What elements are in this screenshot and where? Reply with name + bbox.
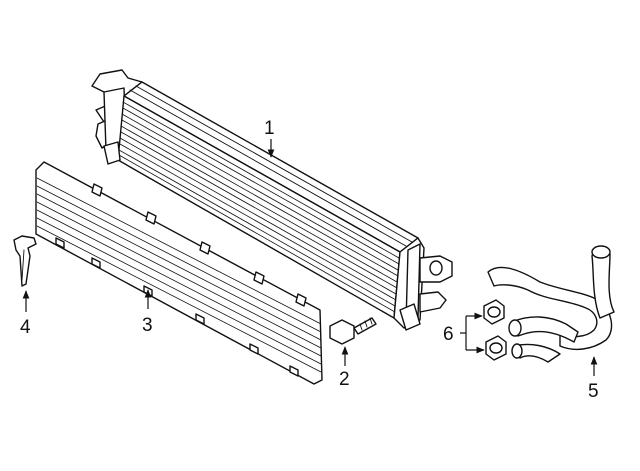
hose-part bbox=[487, 245, 615, 363]
grille-louvers bbox=[36, 177, 322, 373]
radiator-fins bbox=[118, 85, 413, 313]
grille-part bbox=[35, 161, 323, 385]
callout-1-label: 1 bbox=[264, 118, 275, 139]
clamp-part bbox=[483, 299, 507, 361]
callout-5-label: 5 bbox=[588, 381, 599, 402]
callout-2: 2 bbox=[339, 346, 350, 390]
callout-3: 3 bbox=[142, 289, 153, 336]
callout-2-label: 2 bbox=[339, 369, 350, 390]
callout-6: 6 bbox=[443, 312, 485, 354]
callout-3-label: 3 bbox=[142, 315, 153, 336]
callout-5: 5 bbox=[588, 356, 599, 402]
bolt-part bbox=[329, 317, 377, 345]
callout-6-label: 6 bbox=[443, 324, 454, 345]
callout-1: 1 bbox=[264, 118, 275, 158]
callout-4: 4 bbox=[20, 290, 31, 338]
clip-part bbox=[13, 235, 37, 287]
radiator-part bbox=[91, 69, 453, 331]
callout-4-label: 4 bbox=[20, 317, 31, 338]
